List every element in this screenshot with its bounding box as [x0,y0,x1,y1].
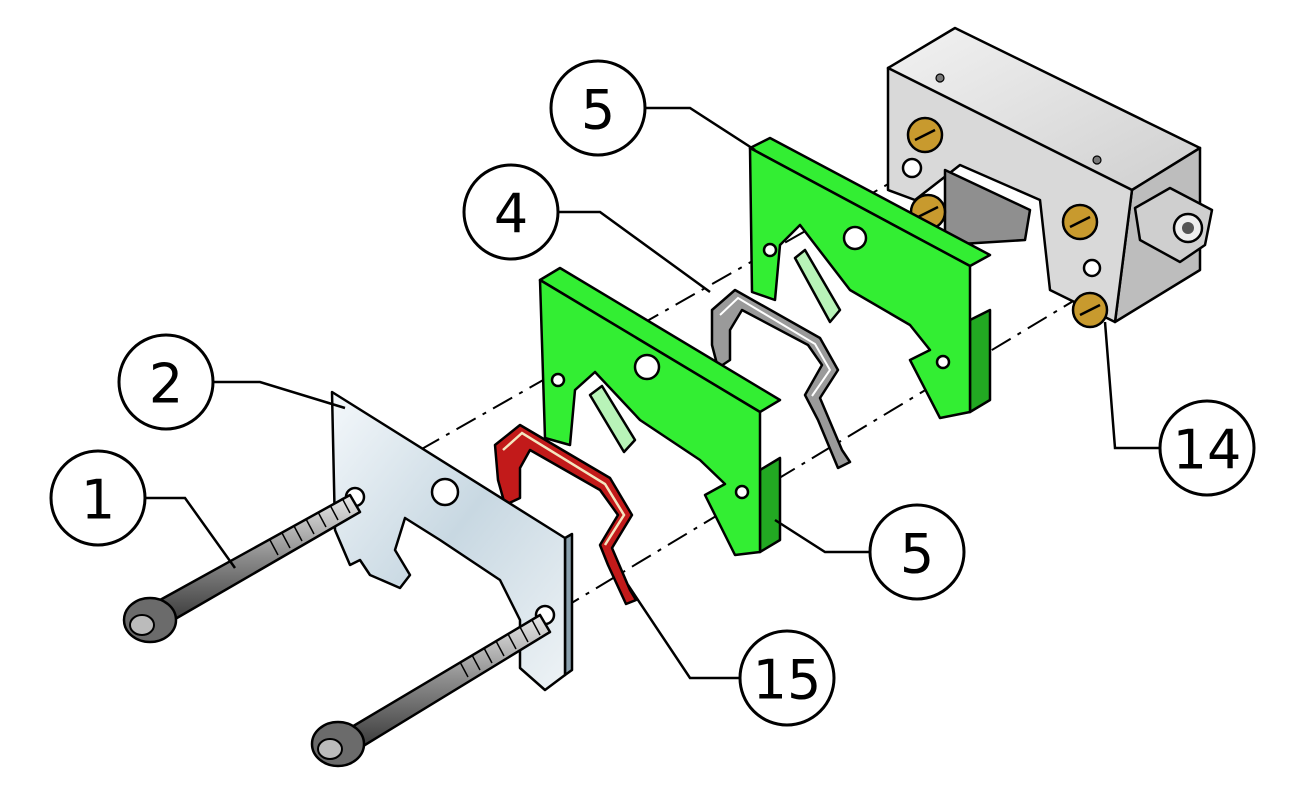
carriage-housing-part-14 [886,26,1214,329]
wiper-seal-part-15 [493,423,638,606]
callout-4: 4 [462,163,560,261]
callout-5-upper-label: 5 [581,79,615,142]
callout-15: 15 [738,629,836,727]
seal-plate-part-5-rear [748,136,992,420]
seal-plate-part-5-front [538,266,782,557]
brass-screw [1071,291,1109,329]
callout-15-label: 15 [753,649,822,712]
callout-1-label: 1 [81,469,115,532]
leader-lines [145,106,1160,680]
callout-1: 1 [49,449,147,547]
cap-screw-part-1-lower [310,613,552,768]
callout-5-upper: 5 [549,59,647,157]
scraper-part-4 [710,288,852,470]
callout-5-lower: 5 [868,503,966,601]
lube-fitting-icon [1133,186,1214,264]
brass-screw [906,116,944,154]
end-plate-part-2 [330,390,574,692]
callout-4-label: 4 [494,183,528,246]
callout-2: 2 [117,333,215,431]
callout-2-label: 2 [149,353,183,416]
brass-screw [1061,203,1099,241]
callout-14-label: 14 [1173,419,1242,482]
callout-5-lower-label: 5 [900,523,934,586]
callout-14: 14 [1158,399,1256,497]
cap-screw-part-1-upper [122,493,362,644]
